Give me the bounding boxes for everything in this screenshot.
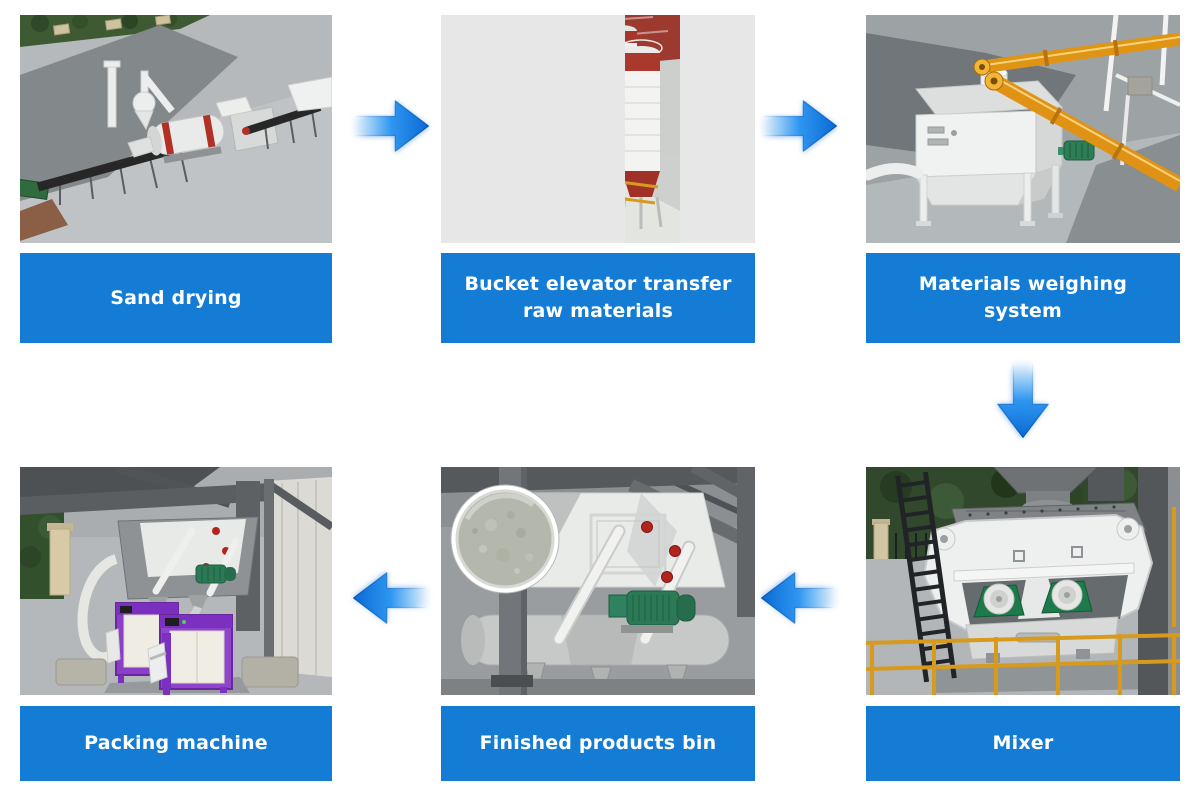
step-label: Materials weighing system xyxy=(918,273,1128,322)
step-label-bar: Finished products bin xyxy=(441,706,755,781)
step-label-bar: Materials weighing system xyxy=(866,253,1180,343)
bucket-elevator-photo xyxy=(441,15,755,243)
mixer-photo xyxy=(866,467,1180,695)
finished-products-bin-photo xyxy=(441,467,755,695)
materials-weighing-photo xyxy=(866,15,1180,243)
step-bucket-elevator: Bucket elevator transfer raw materials xyxy=(441,15,755,343)
mixer-illustration xyxy=(866,467,1180,695)
arrow-down-icon xyxy=(991,361,1055,439)
sand-drying-photo xyxy=(20,15,332,243)
sand-drying-illustration xyxy=(20,15,332,243)
step-label-bar: Sand drying xyxy=(20,253,332,343)
step-materials-weighing: Materials weighing system xyxy=(866,15,1180,343)
step-sand-drying: Sand drying xyxy=(20,15,332,343)
arrow-right-icon xyxy=(760,94,838,158)
bucket-elevator-illustration xyxy=(441,15,755,243)
step-label: Packing machine xyxy=(84,732,268,754)
powder-inset xyxy=(450,484,560,594)
finished-products-bin-illustration xyxy=(441,467,755,695)
step-label: Mixer xyxy=(992,732,1054,754)
step-packing-machine: Packing machine xyxy=(20,467,332,781)
step-label-bar: Bucket elevator transfer raw materials xyxy=(441,253,755,343)
packing-machine-front xyxy=(147,614,233,695)
arrow-left-icon xyxy=(760,566,838,630)
packing-machine-photo xyxy=(20,467,332,695)
step-finished-products-bin: Finished products bin xyxy=(441,467,755,781)
step-mixer: Mixer xyxy=(866,467,1180,781)
step-label-bar: Mixer xyxy=(866,706,1180,781)
step-label-bar: Packing machine xyxy=(20,706,332,781)
packing-machine-illustration xyxy=(20,467,332,695)
step-label: Finished products bin xyxy=(479,732,717,754)
arrow-right-icon xyxy=(352,94,430,158)
arrow-left-icon xyxy=(352,566,430,630)
step-label: Sand drying xyxy=(110,286,242,309)
step-label: Bucket elevator transfer raw materials xyxy=(464,273,732,322)
materials-weighing-illustration xyxy=(866,15,1180,243)
